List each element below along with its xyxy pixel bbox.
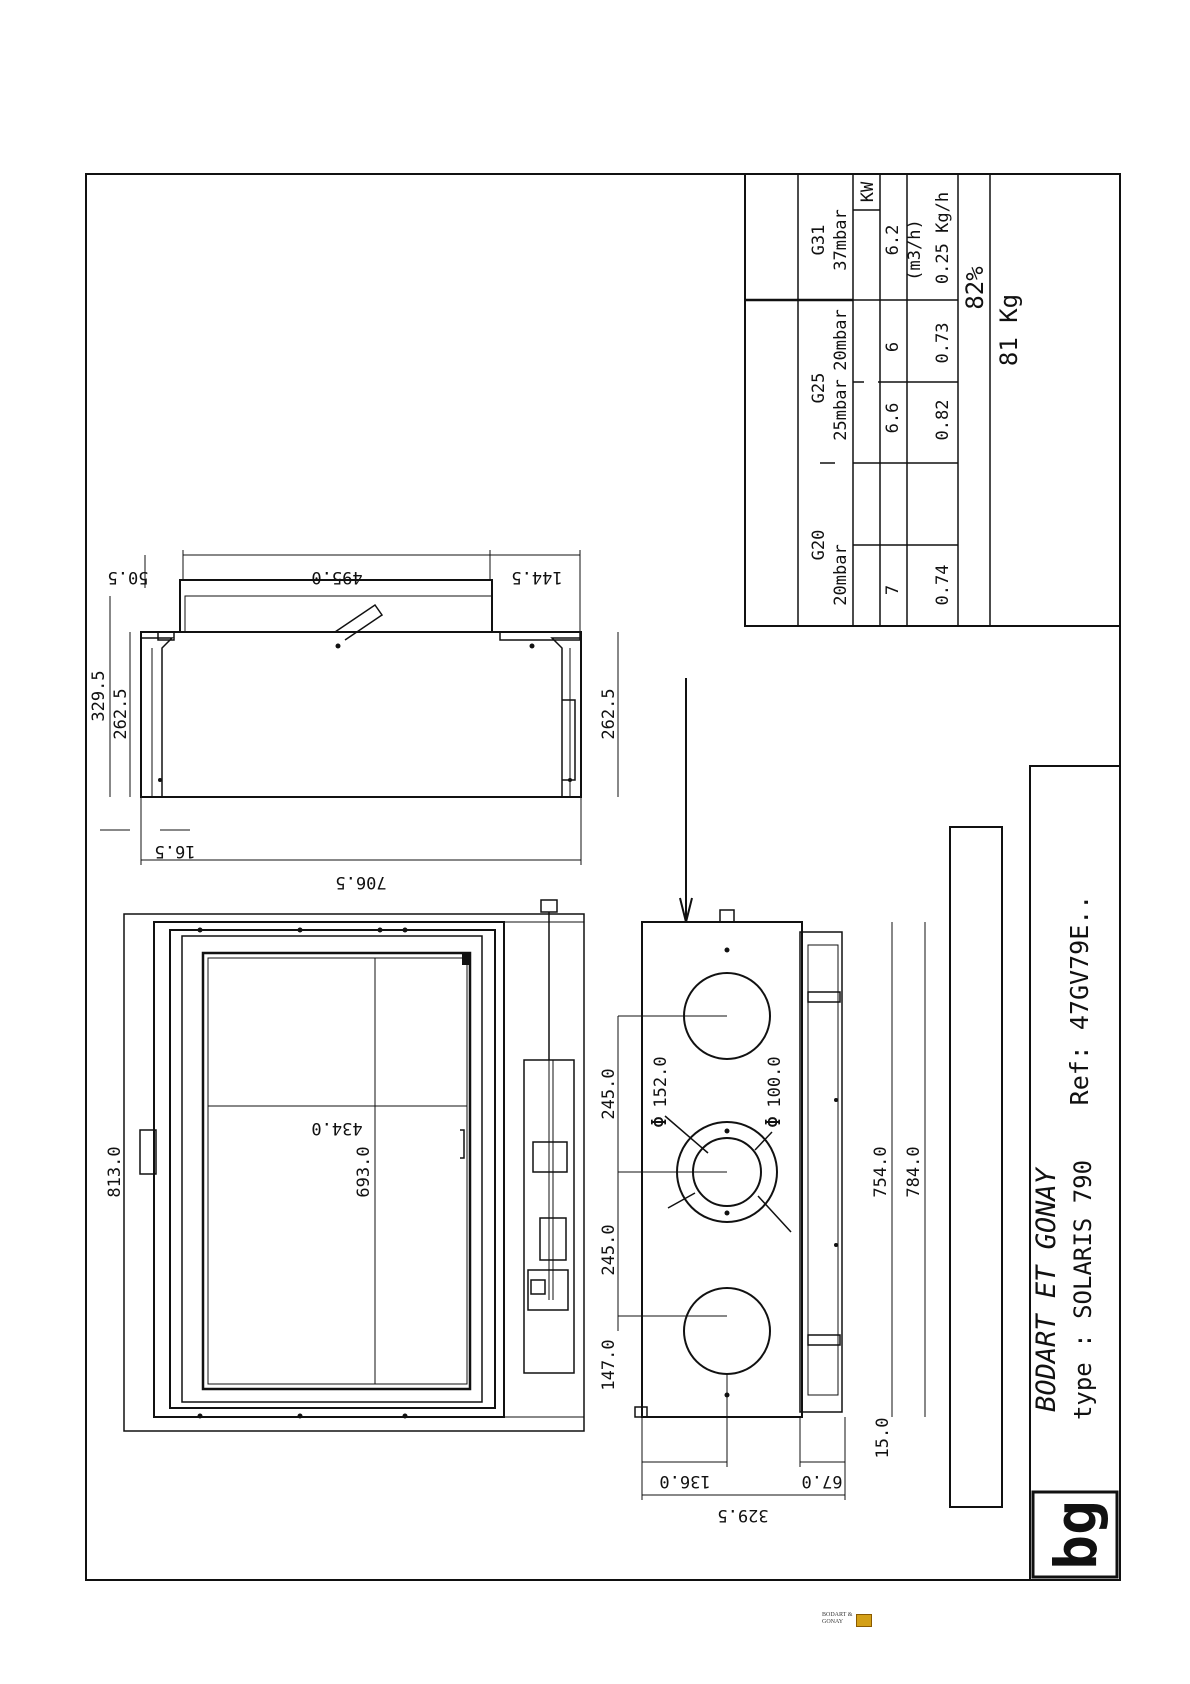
- g31-power: 6.2: [883, 225, 903, 256]
- front-view: 813.0 693.0 434.0: [105, 900, 584, 1431]
- dim-rear-dia-152: 152.0: [651, 1056, 671, 1107]
- g20-label: G20: [809, 530, 829, 561]
- g31-pressure: 37mbar: [831, 209, 851, 270]
- dim-rear-147: 147.0: [599, 1339, 619, 1390]
- g25-label: G25: [809, 373, 829, 404]
- dim-rear-136: 136.0: [659, 1471, 710, 1491]
- g31-flow: 0.25 Kg/h: [933, 192, 953, 284]
- g25-flow-1: 0.82: [933, 400, 953, 441]
- dim-top-329-5: 329.5: [89, 670, 109, 721]
- dim-top-262-5-left: 262.5: [111, 688, 131, 739]
- dim-front-434: 434.0: [311, 1118, 362, 1138]
- dim-rear-245-lower: 245.0: [599, 1224, 619, 1275]
- g20-flow: 0.74: [933, 565, 953, 606]
- dim-rear-329-5: 329.5: [717, 1505, 768, 1525]
- dim-front-693: 693.0: [354, 1146, 374, 1197]
- power-unit: KW: [858, 181, 878, 202]
- dim-rear-15: 15.0: [873, 1418, 893, 1459]
- dim-front-813: 813.0: [105, 1146, 125, 1197]
- g25-power-2: 6: [883, 342, 903, 352]
- bg-logo: bg: [1042, 1500, 1110, 1570]
- model-type: type : SOLARIS 790: [1069, 1160, 1097, 1420]
- dim-rear-784: 784.0: [904, 1146, 924, 1197]
- flow-unit: (m3/h): [905, 219, 925, 280]
- g25-flow-2: 0.73: [933, 323, 953, 364]
- weight: 81 Kg: [995, 294, 1023, 366]
- g31-label: G31: [809, 225, 829, 256]
- dim-rear-dia-152-symbol: Φ: [647, 1116, 671, 1128]
- dim-rear-67: 67.0: [802, 1471, 843, 1491]
- title-block: BODART ET GONAY type : SOLARIS 790 Ref: …: [1030, 766, 1120, 1580]
- dim-rear-dia-100: 100.0: [765, 1056, 785, 1107]
- empty-notes-box: [950, 827, 1002, 1507]
- g20-power: 7: [883, 585, 903, 595]
- company-name: BODART ET GONAY: [1031, 1166, 1062, 1412]
- reference-number: Ref: 47GV79E..: [1065, 895, 1094, 1106]
- dim-rear-dia-100-symbol: Φ: [761, 1116, 785, 1128]
- footer-logo-text: BODART & GONAY: [822, 1612, 854, 1626]
- spec-table: G31 37mbar KW 6.2 (m3/h) 0.25 Kg/h 82% 8…: [745, 174, 1120, 626]
- dim-top-706-5: 706.5: [335, 872, 386, 892]
- dim-top-495: 495.0: [311, 567, 362, 587]
- dim-top-50-5: 50.5: [108, 567, 149, 587]
- footer-logo: BODART & GONAY: [822, 1610, 880, 1632]
- g25-pressure-2: 20mbar: [831, 309, 851, 370]
- dim-top-262-5-right: 262.5: [599, 688, 619, 739]
- dim-rear-754: 754.0: [871, 1146, 891, 1197]
- g20-pressure: 20mbar: [831, 544, 851, 605]
- dim-top-144-5: 144.5: [511, 567, 562, 587]
- top-view: 50.5 495.0 144.5 329.5 262.5 262.5 16.5 …: [89, 550, 619, 892]
- footer-logo-mark: [856, 1614, 872, 1627]
- efficiency: 82%: [961, 266, 989, 310]
- dim-top-16-5: 16.5: [155, 841, 196, 861]
- rear-view: 245.0 245.0 147.0 Φ 152.0 Φ 100.0 754.0 …: [599, 678, 925, 1525]
- dim-rear-245-upper: 245.0: [599, 1068, 619, 1119]
- g25-power-1: 6.6: [883, 403, 903, 434]
- g25-pressure-1: 25mbar: [831, 379, 851, 440]
